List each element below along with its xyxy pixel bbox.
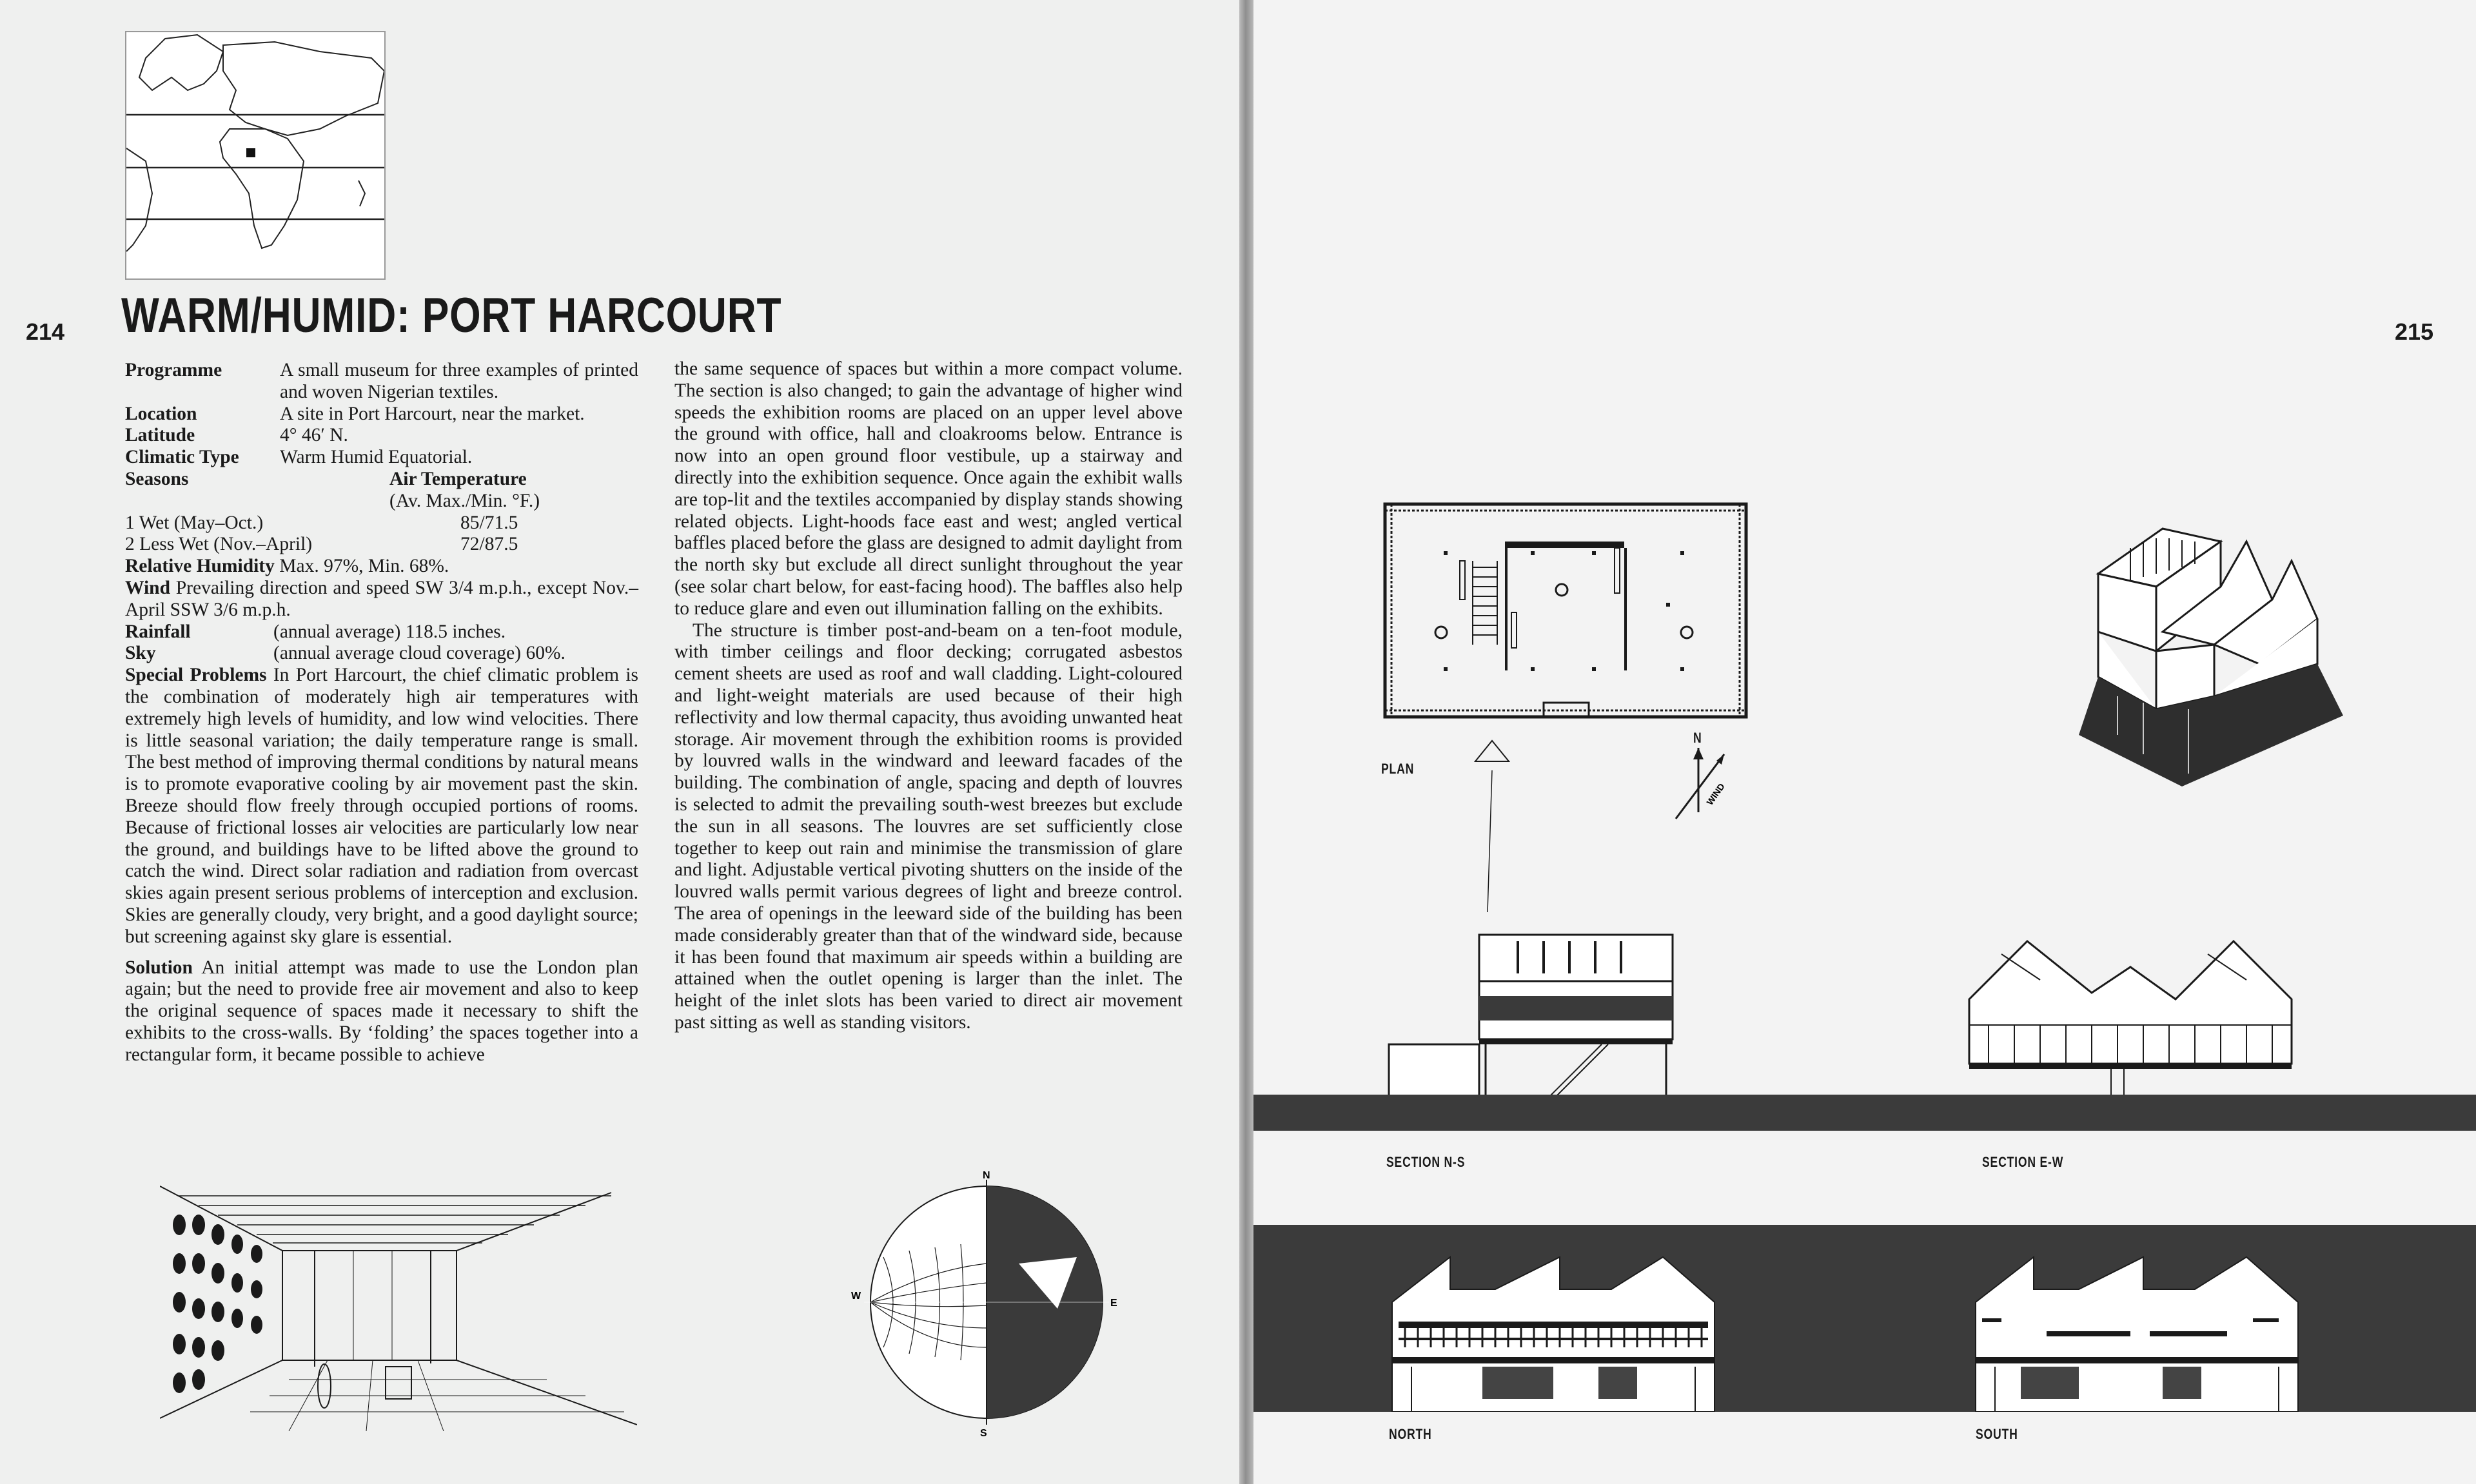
south-elevation-drawing — [1969, 1251, 2304, 1412]
season-temp: 85/71.5 — [460, 512, 518, 533]
wind-line: Wind Prevailing direction and speed SW 3… — [125, 578, 638, 621]
axonometric-drawing — [2059, 503, 2363, 806]
rainfall-value: (annual average) 118.5 inches. — [273, 621, 506, 642]
solar-chart-north: N — [983, 1170, 990, 1181]
wind-value: Prevailing direction and speed SW 3/4 m.… — [125, 577, 639, 620]
design-paragraph-1: the same sequence of spaces but within a… — [674, 358, 1183, 619]
rainfall-line: Rainfall (annual average) 118.5 inches. — [125, 621, 638, 643]
fact-climatic-type: Climatic Type Warm Humid Equatorial. — [125, 447, 638, 469]
fact-latitude: Latitude 4° 46′ N. — [125, 425, 638, 447]
air-temperature-subheading: (Av. Max./Min. °F.) — [389, 490, 540, 511]
ground-band-upper — [1253, 1095, 2476, 1131]
sky-line: Sky (annual average cloud coverage) 60%. — [125, 643, 638, 665]
solution-label: Solution — [125, 957, 193, 978]
section-ew-drawing — [1963, 928, 2298, 1096]
fact-value: A site in Port Harcourt, near the market… — [280, 403, 585, 424]
seasons-heading-row: Seasons Air Temperature — [125, 469, 638, 491]
fact-label: Latitude — [125, 425, 195, 446]
solar-chart-east: E — [1110, 1298, 1117, 1309]
air-temperature-heading: Air Temperature — [389, 468, 527, 489]
sky-value: (annual average cloud coverage) 60%. — [273, 643, 565, 664]
text-column-2: the same sequence of spaces but within a… — [674, 358, 1183, 1034]
entrance-arrow-triangle — [1473, 738, 1511, 764]
season-name: 1 Wet (May–Oct.) — [125, 512, 264, 533]
entrance-leader-line — [1482, 770, 1502, 913]
world-map-figure — [125, 31, 386, 280]
north-elevation-drawing — [1386, 1251, 1721, 1412]
solar-chart-west: W — [851, 1291, 861, 1302]
humidity-label: Relative Humidity — [125, 556, 275, 577]
wind-label: Wind — [125, 577, 170, 598]
plan-label: PLAN — [1381, 761, 1415, 777]
solar-chart-south: S — [980, 1428, 987, 1439]
special-problems-label: Special Problems — [125, 665, 267, 686]
season-row: 1 Wet (May–Oct.) 85/71.5 — [125, 513, 638, 534]
solar-chart: N S E W — [845, 1160, 1128, 1444]
section-ew-label: SECTION E-W — [1982, 1154, 2064, 1170]
fact-value: A small museum for three examples of pri… — [280, 360, 638, 402]
fact-label: Programme — [125, 360, 222, 380]
world-map-svg — [126, 34, 386, 252]
right-page: 215 — [1253, 0, 2476, 1484]
north-wind-arrow-icon: WIND — [1666, 728, 1737, 832]
fact-value: 4° 46′ N. — [280, 425, 348, 446]
section-ns-drawing — [1382, 928, 1692, 1097]
fact-programme: Programme A small museum for three examp… — [125, 360, 638, 404]
season-temp: 72/87.5 — [460, 534, 518, 555]
wind-label: WIND — [1704, 781, 1727, 807]
north-elevation-label: NORTH — [1389, 1426, 1432, 1442]
page-number-right: 215 — [2395, 318, 2434, 345]
design-paragraph-2: The structure is timber post-and-beam on… — [674, 620, 1183, 1033]
left-page: 214 WARM/HUMID: PORT HARCOURT Programme … — [0, 0, 1239, 1484]
sky-label: Sky — [125, 643, 156, 664]
interior-perspective-sketch — [159, 1173, 638, 1432]
special-problems-paragraph: Special Problems In Port Harcourt, the c… — [125, 665, 638, 948]
plan-drawing — [1382, 496, 1750, 741]
humidity-value: Max. 97%, Min. 68%. — [279, 556, 449, 577]
humidity-line: Relative Humidity Max. 97%, Min. 68%. — [125, 556, 638, 578]
fact-label: Location — [125, 403, 197, 424]
solution-text: An initial attempt was made to use the L… — [125, 957, 638, 1065]
season-name: 2 Less Wet (Nov.–April) — [125, 534, 313, 555]
seasons-label: Seasons — [125, 468, 189, 489]
page-number-left: 214 — [26, 318, 65, 345]
text-column-1: Programme A small museum for three examp… — [125, 360, 638, 1066]
rainfall-label: Rainfall — [125, 621, 191, 642]
page-title: WARM/HUMID: PORT HARCOURT — [121, 288, 782, 343]
fact-label: Climatic Type — [125, 447, 239, 468]
north-arrow-label: N — [1693, 730, 1702, 746]
season-row: 2 Less Wet (Nov.–April) 72/87.5 — [125, 534, 638, 556]
south-elevation-label: SOUTH — [1976, 1426, 2018, 1442]
fact-location: Location A site in Port Harcourt, near t… — [125, 404, 638, 425]
section-ns-label: SECTION N-S — [1386, 1154, 1466, 1170]
special-problems-text: In Port Harcourt, the chief climatic pro… — [125, 665, 638, 947]
fact-value: Warm Humid Equatorial. — [280, 447, 473, 468]
book-gutter — [1239, 0, 1253, 1484]
solution-paragraph: Solution An initial attempt was made to … — [125, 957, 638, 1066]
